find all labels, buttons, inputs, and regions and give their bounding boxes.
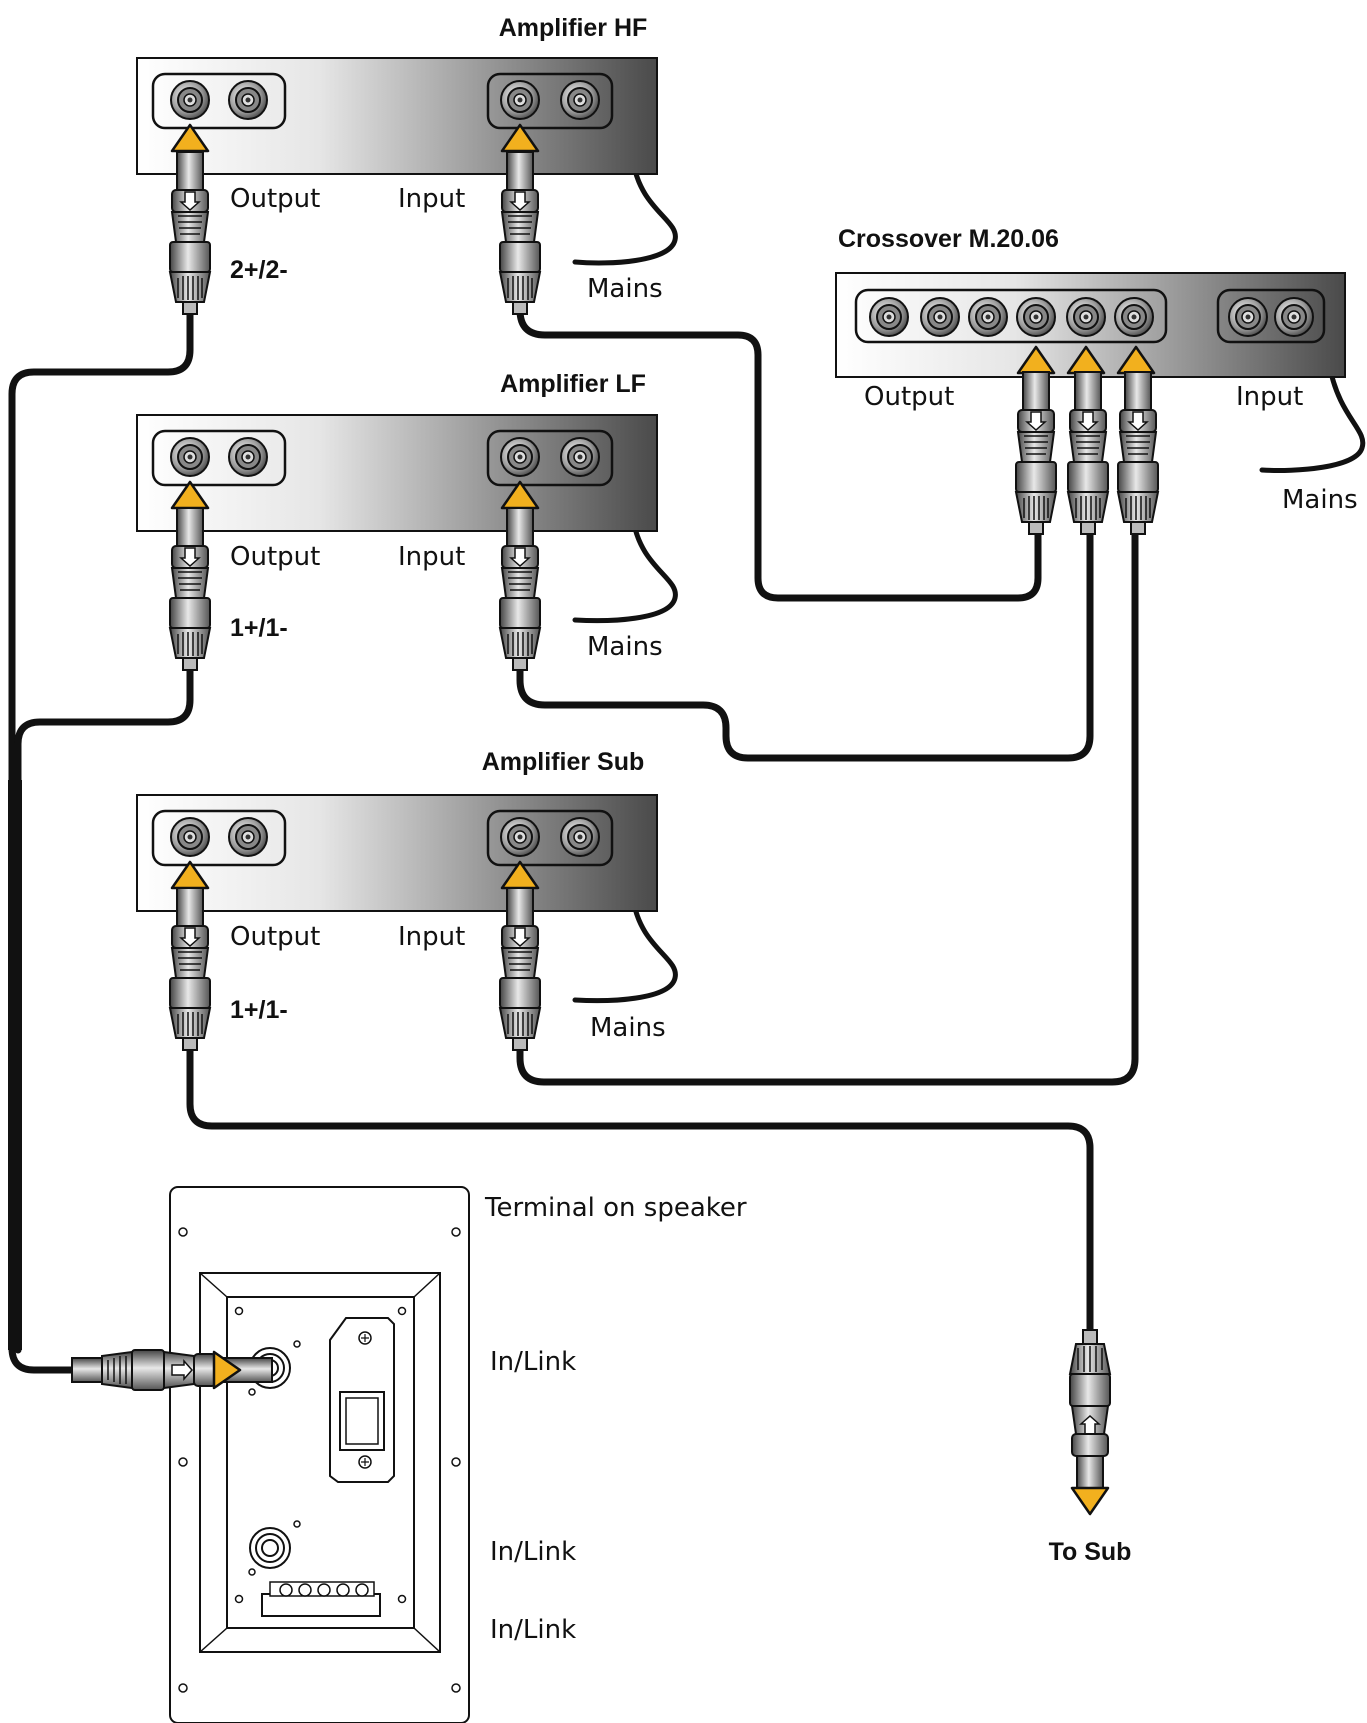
amplifier-lf-output-jacks xyxy=(151,429,287,487)
arrow-right-icon xyxy=(212,1350,242,1390)
cable-lf-input xyxy=(516,526,1094,762)
amplifier-lf-title: Amplifier LF xyxy=(500,370,646,398)
terminal-bevel xyxy=(199,1272,441,1653)
amplifier-hf-output-label: Output xyxy=(230,184,320,214)
speakon-socket-icon[interactable] xyxy=(248,1520,301,1576)
arrow-down-icon xyxy=(1070,1486,1110,1516)
terminal-title: Terminal on speaker xyxy=(484,1193,747,1223)
speakon-plug-icon[interactable] xyxy=(499,151,541,315)
speakon-plug-icon[interactable] xyxy=(1015,371,1057,535)
jack-icon[interactable] xyxy=(1274,297,1314,337)
crossover: Crossover M.20.06 Output Input Mains xyxy=(835,225,1358,535)
screw-hole-icon xyxy=(178,1227,188,1237)
cable-sub-output xyxy=(186,1036,1094,1334)
crossover-mains-label: Mains xyxy=(1282,485,1358,515)
amplifier-hf-output-jacks xyxy=(151,72,287,130)
mains-cord-hf xyxy=(572,157,678,266)
mains-cord-sub xyxy=(572,895,678,1004)
screw-hole-icon xyxy=(178,1457,188,1467)
jack-icon[interactable] xyxy=(1114,297,1154,337)
jack-icon[interactable] xyxy=(228,80,268,120)
amplifier-lf-input-jacks xyxy=(486,429,614,487)
speaker-terminal: Terminal on speaker xyxy=(71,1186,747,1723)
to-sub-label: To Sub xyxy=(1049,1538,1132,1566)
amplifier-sub-mains-label: Mains xyxy=(590,1013,666,1043)
jack-icon[interactable] xyxy=(170,437,210,477)
screw-hole-icon xyxy=(451,1683,461,1693)
speakon-plug-icon[interactable] xyxy=(169,151,211,315)
cable-bundle xyxy=(8,780,22,1350)
to-sub-connector: To Sub xyxy=(1049,1329,1132,1566)
mains-cord-crossover xyxy=(1259,365,1366,473)
amplifier-sub-input-jacks xyxy=(486,809,614,867)
amplifier-lf-output-label: Output xyxy=(230,542,320,572)
jack-icon[interactable] xyxy=(228,817,268,857)
amplifier-sub-input-label: Input xyxy=(398,922,465,952)
amplifier-hf-mains-label: Mains xyxy=(587,274,663,304)
jack-icon[interactable] xyxy=(1016,297,1056,337)
jack-icon[interactable] xyxy=(170,80,210,120)
jack-icon[interactable] xyxy=(869,297,909,337)
amplifier-sub: Amplifier Sub Output Input 1+/1- Mains xyxy=(136,748,666,1051)
jack-icon[interactable] xyxy=(228,437,268,477)
switch-module xyxy=(329,1317,395,1483)
speakon-plug-icon[interactable] xyxy=(1117,371,1159,535)
screw-icon xyxy=(358,1331,372,1345)
screw-hole-icon xyxy=(451,1457,461,1467)
speakon-plug-icon[interactable] xyxy=(169,507,211,671)
jack-icon[interactable] xyxy=(968,297,1008,337)
amplifier-hf-channel-label: 2+/2- xyxy=(230,256,288,284)
amplifier-sub-title: Amplifier Sub xyxy=(482,748,645,776)
jack-icon[interactable] xyxy=(1066,297,1106,337)
speakon-plug-icon[interactable] xyxy=(1068,1329,1112,1493)
terminal-link-label-3: In/Link xyxy=(490,1615,576,1645)
jack-icon[interactable] xyxy=(500,817,540,857)
jack-icon[interactable] xyxy=(560,437,600,477)
cable-sub-input xyxy=(516,526,1139,1086)
jack-icon[interactable] xyxy=(560,80,600,120)
amplifier-lf-input-label: Input xyxy=(398,542,465,572)
jack-icon[interactable] xyxy=(170,817,210,857)
jack-icon[interactable] xyxy=(500,437,540,477)
amplifier-sub-output-label: Output xyxy=(230,922,320,952)
cable-hf-input xyxy=(516,296,1042,602)
speakon-plug-icon[interactable] xyxy=(1067,371,1109,535)
jack-icon[interactable] xyxy=(920,297,960,337)
amplifier-lf: Amplifier LF Output Input 1+/1- Mains xyxy=(136,370,663,671)
amplifier-sub-output-jacks xyxy=(151,809,287,867)
crossover-output-jacks xyxy=(854,288,1168,344)
terminal-link-label-2: In/Link xyxy=(490,1537,576,1567)
amplifier-lf-mains-label: Mains xyxy=(587,632,663,662)
jack-icon[interactable] xyxy=(1228,297,1268,337)
mains-cord-lf xyxy=(572,515,678,624)
screw-icon xyxy=(358,1455,372,1469)
amplifier-hf-input-label: Input xyxy=(398,184,465,214)
amplifier-hf-input-jacks xyxy=(486,72,614,130)
amplifier-lf-channel-label: 1+/1- xyxy=(230,614,288,642)
jack-icon[interactable] xyxy=(500,80,540,120)
screw-hole-icon xyxy=(451,1227,461,1237)
terminal-link-label-1: In/Link xyxy=(490,1347,576,1377)
screw-hole-icon xyxy=(178,1683,188,1693)
amplifier-hf: Amplifier HF Output Input 2+/2- Mains xyxy=(136,14,663,315)
crossover-input-label: Input xyxy=(1236,382,1303,412)
speakon-plug-icon[interactable] xyxy=(499,887,541,1051)
jack-icon[interactable] xyxy=(560,817,600,857)
amplifier-hf-title: Amplifier HF xyxy=(499,14,648,42)
speakon-plug-icon[interactable] xyxy=(499,507,541,671)
crossover-output-label: Output xyxy=(864,382,954,412)
terminal-block-icon[interactable] xyxy=(261,1581,381,1617)
crossover-title: Crossover M.20.06 xyxy=(838,225,1059,253)
cable-lf-output xyxy=(14,656,194,1354)
cables xyxy=(8,157,1366,1374)
cable-hf-output xyxy=(8,296,194,1374)
speakon-plug-icon[interactable] xyxy=(169,887,211,1051)
crossover-input-jacks xyxy=(1216,288,1326,344)
amplifier-sub-channel-label: 1+/1- xyxy=(230,996,288,1024)
